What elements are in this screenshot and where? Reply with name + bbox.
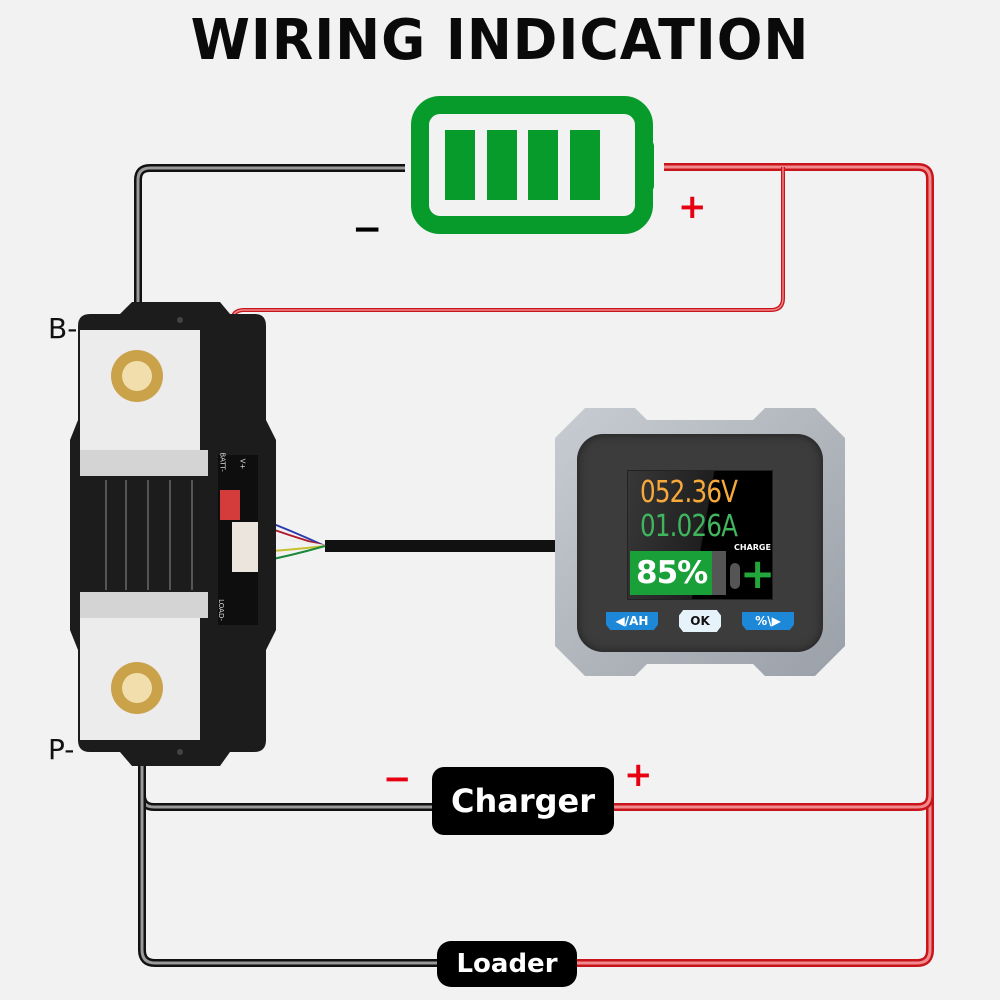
battery-bar <box>528 130 558 200</box>
board-label-batt: BATT- <box>218 452 227 472</box>
terminal-label-p-minus: P- <box>48 733 75 766</box>
battery-full-icon <box>411 96 654 234</box>
charge-plus-icon: + <box>740 549 773 598</box>
monitor-screen: 052.36V 01.026A 85% CHARGE + <box>627 470 773 600</box>
negative-wire-loader <box>138 790 440 967</box>
percent-right-button[interactable]: %\▶ <box>742 612 794 630</box>
ah-left-button[interactable]: ◀/AH <box>606 612 658 630</box>
battery-positive-sign: + <box>678 187 707 227</box>
current-readout: 01.026A <box>640 509 738 544</box>
charger-label: Charger <box>432 767 614 835</box>
charger-negative-sign: − <box>383 759 412 799</box>
battery-tip-icon <box>730 563 740 589</box>
soc-bar: 85% <box>630 551 726 595</box>
voltage-readout: 052.36V <box>640 475 738 510</box>
soc-bar-fill <box>630 551 712 595</box>
battery-bar <box>445 130 475 200</box>
page-title: WIRING INDICATION <box>190 8 810 73</box>
terminal-label-b-minus: B- <box>48 312 78 345</box>
charge-status-label: CHARGE <box>734 543 771 552</box>
soc-readout: 85% <box>636 555 708 591</box>
battery-monitor: 052.36V 01.026A 85% CHARGE + ◀/AH OK %\▶ <box>555 408 845 676</box>
positive-wire-charger <box>612 794 934 811</box>
charger-positive-sign: + <box>624 755 653 795</box>
board-label-load: LOAD- <box>216 599 225 621</box>
battery-bar <box>570 130 600 200</box>
battery-bar <box>487 130 517 200</box>
loader-label: Loader <box>437 941 577 987</box>
board-label-vplus: V+ <box>238 458 247 470</box>
shunt: BATT- V+ LOAD- <box>70 300 280 768</box>
ok-button[interactable]: OK <box>679 610 721 632</box>
battery-negative-sign: − <box>352 209 383 250</box>
